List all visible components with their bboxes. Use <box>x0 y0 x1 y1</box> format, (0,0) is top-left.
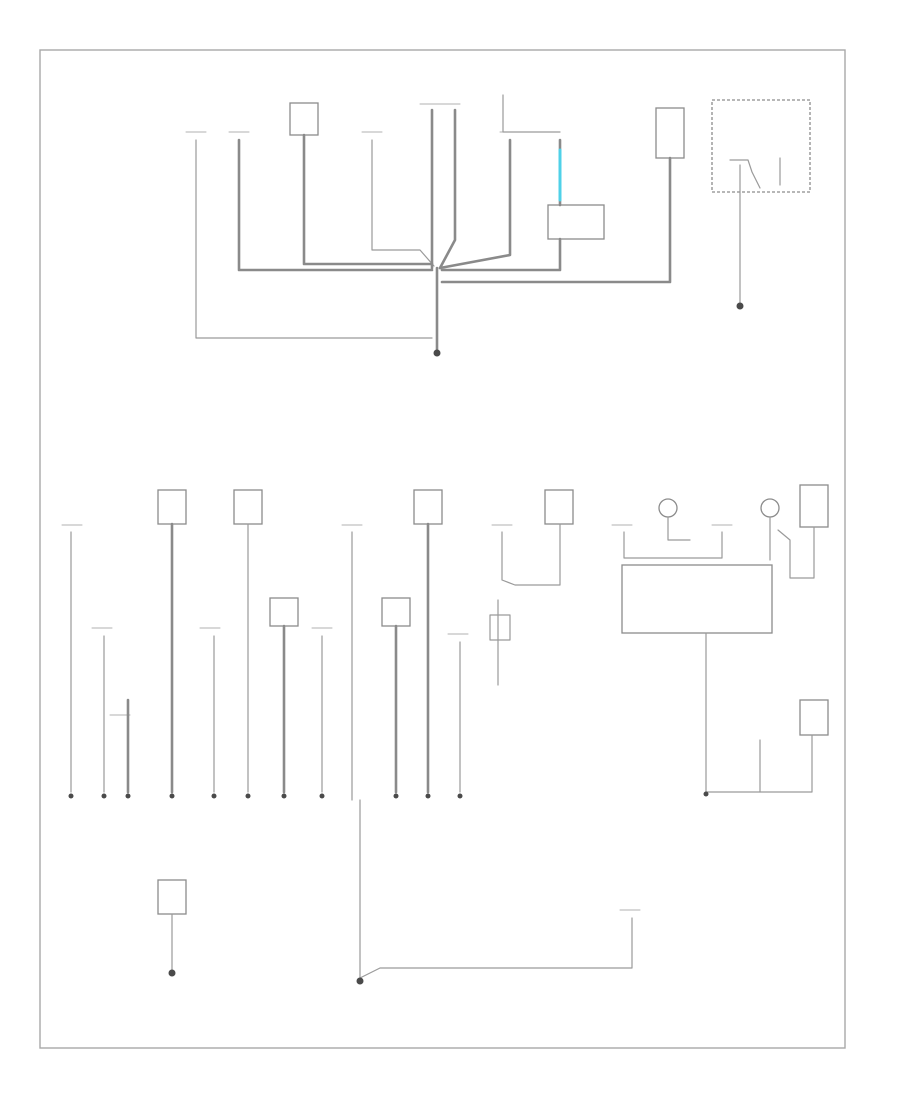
wire <box>489 614 511 641</box>
ground-point <box>425 793 431 799</box>
wire <box>729 159 761 189</box>
component-box <box>269 597 299 627</box>
component-box <box>547 204 605 240</box>
component-box <box>413 489 443 525</box>
ground-point <box>169 793 175 799</box>
ground-point <box>433 349 441 357</box>
component-box <box>544 489 574 525</box>
wire <box>777 526 815 579</box>
wire <box>237 138 434 272</box>
wire <box>667 517 691 541</box>
ground-point <box>281 793 287 799</box>
component-box <box>799 484 829 528</box>
ground-point <box>245 793 251 799</box>
component-lamp <box>760 498 780 518</box>
component-box <box>157 489 187 525</box>
wire <box>623 531 723 559</box>
ground-point <box>393 793 399 799</box>
component-box <box>233 489 263 525</box>
component-box <box>799 699 829 736</box>
component-box <box>655 107 685 159</box>
wire <box>438 108 457 270</box>
ground-point <box>68 793 74 799</box>
component-box <box>711 99 811 193</box>
ground-point <box>101 793 107 799</box>
ground-point <box>211 793 217 799</box>
component-box <box>289 102 319 136</box>
ground-point <box>703 791 709 797</box>
wire <box>502 94 561 133</box>
bottom-ground-group <box>157 799 641 985</box>
wire <box>302 133 434 266</box>
component-lamp <box>658 498 678 518</box>
ground-point <box>125 793 131 799</box>
ground-point <box>457 793 463 799</box>
wire <box>371 139 435 267</box>
component-box <box>381 597 411 627</box>
ground-point <box>356 977 364 985</box>
ground-point <box>736 302 744 310</box>
wire <box>195 139 433 339</box>
wire <box>440 156 672 284</box>
wire <box>438 138 512 270</box>
wire <box>359 917 633 979</box>
component-box <box>621 564 773 634</box>
wire <box>501 523 561 586</box>
diagram-frame <box>39 49 846 1049</box>
ground-point <box>168 969 176 977</box>
top-ground-group <box>185 94 811 357</box>
wire <box>440 237 562 272</box>
ground-point <box>319 793 325 799</box>
wire <box>705 632 813 793</box>
middle-ground-group <box>61 484 829 801</box>
component-box <box>157 879 187 915</box>
